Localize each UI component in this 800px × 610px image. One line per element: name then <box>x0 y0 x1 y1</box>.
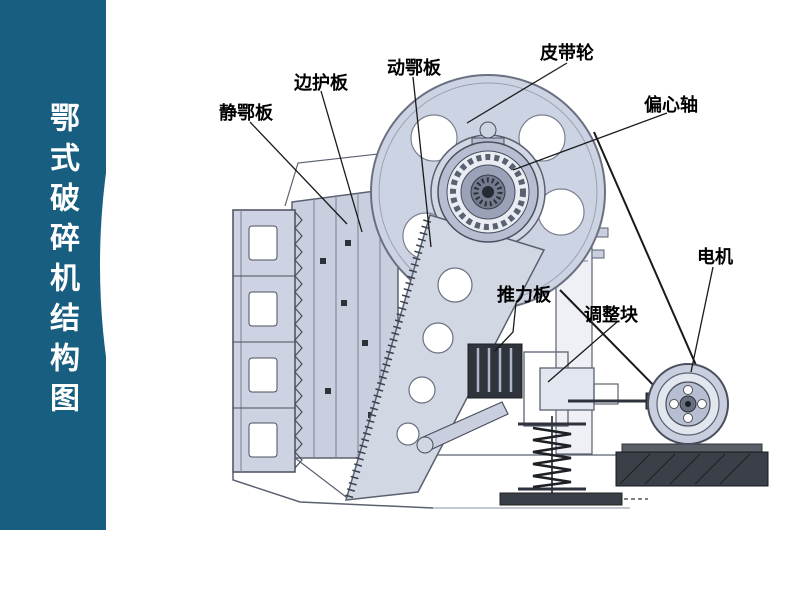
leader-movable-jaw-plate <box>412 76 432 248</box>
label-side-guard-plate: 边护板 <box>294 73 348 93</box>
label-eccentric-shaft: 偏心轴 <box>644 95 698 115</box>
label-movable-jaw-plate: 动鄂板 <box>387 58 441 78</box>
page-title: 鄂式破碎机结构图 <box>45 102 78 422</box>
label-adjustment-block: 调整块 <box>584 305 638 325</box>
leader-static-jaw-plate <box>249 121 348 225</box>
frame-bottom <box>232 457 630 509</box>
leader-side-guard-plate <box>320 90 363 233</box>
thrust-plate-assembly <box>416 343 523 454</box>
motor-base <box>615 443 769 487</box>
leader-adjustment-block <box>547 321 618 383</box>
leader-lines <box>249 62 714 383</box>
eccentric-shaft-bearing <box>437 121 539 243</box>
leader-motor <box>690 266 714 373</box>
tension-spring <box>499 416 648 506</box>
leader-eccentric-shaft <box>512 112 668 171</box>
jaw-crusher-diagram <box>232 62 769 509</box>
label-thrust-plate: 推力板 <box>497 285 551 305</box>
fixed-jaw-plate <box>232 209 303 473</box>
label-static-jaw-plate: 静鄂板 <box>219 103 273 123</box>
leader-thrust-plate <box>494 302 517 352</box>
label-belt-pulley: 皮带轮 <box>540 43 594 63</box>
title-sidebar <box>0 0 106 530</box>
drive-belt <box>559 131 707 399</box>
leader-belt-pulley <box>466 62 568 124</box>
motor <box>647 363 729 445</box>
label-motor: 电机 <box>697 247 733 267</box>
